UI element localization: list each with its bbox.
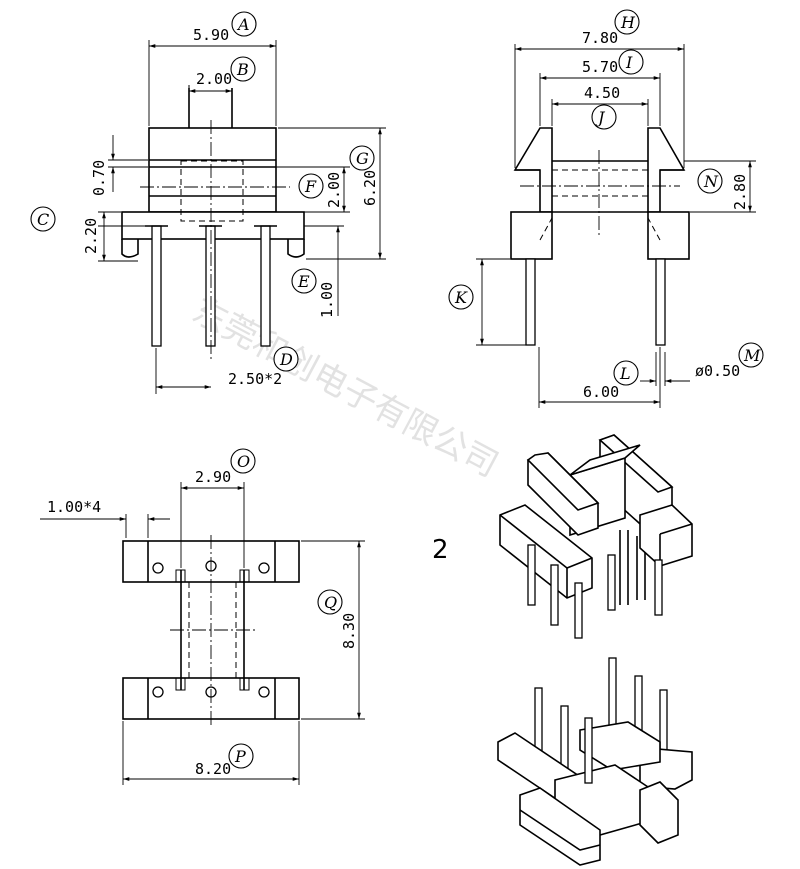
front-pin-left: [151, 225, 162, 347]
callout-m: [738, 342, 764, 368]
dim-h-value: 7.80: [582, 29, 618, 47]
dim-a-value: 5.90: [193, 26, 229, 44]
bottom-pin-hole: [152, 562, 164, 574]
callout-k: [448, 284, 474, 310]
figure-number: 2: [432, 535, 449, 565]
callout-q-label: Q: [324, 593, 337, 612]
iso-view-bottom: [497, 657, 693, 866]
bottom-pin-hole: [152, 686, 164, 698]
iso-pin: [550, 564, 559, 626]
callout-d-label: D: [279, 350, 293, 369]
dim-p-value: 8.20: [195, 760, 231, 778]
callout-f-label: F: [304, 177, 317, 196]
callout-h: [614, 9, 640, 35]
dim-100x4-value: 1.00*4: [47, 498, 101, 516]
bottom-pin-hole: [258, 686, 270, 698]
callout-j-label: J: [595, 108, 606, 127]
side-pin-right: [655, 258, 666, 346]
dim-f-value: 2.00: [325, 172, 343, 208]
iso-pin: [654, 559, 663, 616]
bottom-view: 2.90 O 1.00*4 8.30 Q 8.20 P: [40, 448, 365, 785]
dim-q-value: 8.30: [340, 613, 358, 649]
dim-c-value: 2.20: [82, 218, 100, 254]
callout-g: [349, 145, 375, 171]
callout-l: [613, 360, 639, 386]
callout-b-label: B: [236, 60, 249, 79]
callout-h-label: H: [620, 13, 636, 32]
front-pin-right: [260, 225, 271, 347]
side-view: 7.80 H 5.70 I 4.50 J 2.80 N K 6.00: [448, 9, 764, 408]
dim-e-value: 1.00: [318, 282, 336, 318]
iso-pin: [607, 554, 616, 611]
side-pin-left: [525, 258, 536, 346]
callout-i: [618, 49, 644, 75]
callout-c-label: C: [37, 210, 49, 229]
callout-c: [30, 206, 56, 232]
callout-j: [591, 104, 617, 130]
iso-pin: [527, 544, 536, 606]
dim-n-value: 2.80: [731, 174, 749, 210]
callout-a-label: A: [236, 15, 250, 34]
callout-k-label: K: [454, 288, 468, 307]
iso-pin: [574, 582, 583, 639]
callout-f: [298, 173, 324, 199]
bottom-pin-hole: [258, 562, 270, 574]
iso-view-top: [499, 434, 693, 639]
dim-i-value: 5.70: [582, 58, 618, 76]
callout-i-label: I: [625, 53, 633, 72]
callout-a: [231, 11, 257, 37]
front-pin-mid: [205, 225, 216, 347]
front-view: 5.90 A 2.00 B 0.70 2.20 C 2.00 F 6.20: [30, 11, 386, 394]
callout-e: [291, 268, 317, 294]
dim-j-value: 4.50: [584, 84, 620, 102]
callout-p-label: P: [234, 747, 246, 766]
callout-d: [273, 346, 299, 372]
callout-l-label: L: [619, 364, 631, 383]
dim-l-value: 6.00: [583, 383, 619, 401]
side-left-base: [510, 211, 553, 260]
dim-070-value: 0.70: [90, 160, 108, 196]
dim-g-value: 6.20: [361, 170, 379, 206]
callout-g-label: G: [356, 149, 369, 168]
dim-d-value: 2.50*2: [228, 370, 282, 388]
callout-n-label: N: [703, 172, 719, 191]
callout-q: [317, 589, 343, 615]
dim-o-value: 2.90: [195, 468, 231, 486]
dim-m-value: ø0.50: [695, 362, 740, 380]
dim-b-value: 2.00: [196, 70, 232, 88]
callout-e-label: E: [297, 272, 310, 291]
callout-b: [230, 56, 256, 82]
callout-n: [697, 168, 723, 194]
callout-o: [230, 448, 256, 474]
callout-m-label: M: [743, 346, 761, 365]
callout-p: [228, 743, 254, 769]
callout-o-label: O: [237, 452, 250, 471]
iso-pin: [659, 689, 668, 759]
side-right-base: [647, 211, 690, 260]
iso-pin: [584, 717, 593, 784]
front-top-flange: [148, 127, 277, 213]
